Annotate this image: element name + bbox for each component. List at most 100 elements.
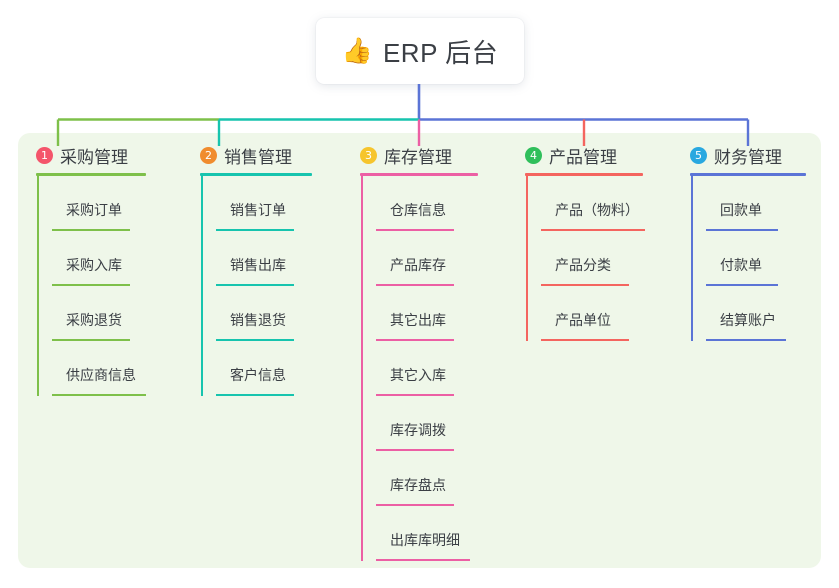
- column-title-2: 销售管理: [224, 147, 292, 167]
- menu-item[interactable]: 库存盘点: [376, 451, 478, 506]
- column-badge-4: 4: [525, 146, 542, 164]
- menu-item-rule: [376, 449, 454, 451]
- menu-item-label: 仓库信息: [390, 202, 446, 218]
- root-node-card[interactable]: 👍 ERP 后台: [316, 18, 524, 84]
- menu-item-rule: [52, 229, 130, 231]
- column-title-5: 财务管理: [714, 147, 782, 167]
- menu-item-rule: [541, 339, 629, 341]
- menu-item-rule: [216, 284, 294, 286]
- column-rule-1: [36, 173, 146, 176]
- menu-item[interactable]: 产品分类: [541, 231, 643, 286]
- menu-item-label: 产品单位: [555, 312, 611, 328]
- menu-item-label: 采购退货: [66, 312, 122, 328]
- menu-item-label: 结算账户: [720, 312, 776, 328]
- diagram-column-5: 5 财务管理回款单付款单结算账户: [690, 143, 806, 341]
- menu-item-rule: [376, 339, 454, 341]
- menu-item-label: 产品（物料）: [555, 202, 639, 218]
- column-spine-1: [37, 176, 39, 396]
- menu-item-rule: [706, 229, 778, 231]
- diagram-panel: [18, 133, 821, 568]
- column-title-1: 采购管理: [60, 147, 128, 167]
- menu-item[interactable]: 销售订单: [216, 176, 312, 231]
- menu-item-label: 库存盘点: [390, 477, 446, 493]
- column-spine-3: [361, 176, 363, 561]
- menu-item[interactable]: 采购入库: [52, 231, 146, 286]
- menu-item-rule: [216, 229, 294, 231]
- root-node-content: 👍 ERP 后台: [342, 33, 498, 70]
- menu-item[interactable]: 其它出库: [376, 286, 478, 341]
- menu-item[interactable]: 库存调拨: [376, 396, 478, 451]
- menu-item-rule: [706, 284, 778, 286]
- menu-item-label: 产品分类: [555, 257, 611, 273]
- menu-item-label: 回款单: [720, 202, 762, 218]
- column-badge-1: 1: [36, 146, 53, 164]
- diagram-column-2: 2 销售管理销售订单销售出库销售退货客户信息: [200, 143, 312, 396]
- menu-item[interactable]: 产品库存: [376, 231, 478, 286]
- menu-item-label: 其它出库: [390, 312, 446, 328]
- menu-item-rule: [541, 229, 645, 231]
- menu-item[interactable]: 回款单: [706, 176, 806, 231]
- column-header-3[interactable]: 3 库存管理: [360, 143, 478, 167]
- menu-item-label: 客户信息: [230, 367, 286, 383]
- column-rule-2: [200, 173, 312, 176]
- diagram-column-1: 1 采购管理采购订单采购入库采购退货供应商信息: [36, 143, 146, 396]
- menu-item[interactable]: 客户信息: [216, 341, 312, 396]
- diagram-column-3: 3 库存管理仓库信息产品库存其它出库其它入库库存调拨库存盘点出库库明细: [360, 143, 478, 561]
- menu-item-rule: [706, 339, 786, 341]
- menu-item[interactable]: 出库库明细: [376, 506, 478, 561]
- menu-item[interactable]: 仓库信息: [376, 176, 478, 231]
- menu-item-rule: [376, 559, 470, 561]
- menu-item-label: 采购入库: [66, 257, 122, 273]
- menu-item-rule: [376, 394, 454, 396]
- menu-item[interactable]: 采购订单: [52, 176, 146, 231]
- column-header-1[interactable]: 1 采购管理: [36, 143, 146, 167]
- menu-item-label: 其它入库: [390, 367, 446, 383]
- menu-item-rule: [541, 284, 629, 286]
- column-title-3: 库存管理: [384, 147, 452, 167]
- menu-item-label: 销售退货: [230, 312, 286, 328]
- column-spine-4: [526, 176, 528, 341]
- menu-item-label: 供应商信息: [66, 367, 136, 383]
- thumbs-up-icon: 👍: [341, 36, 373, 65]
- menu-item-label: 产品库存: [390, 257, 446, 273]
- column-rule-3: [360, 173, 478, 176]
- menu-item-label: 采购订单: [66, 202, 122, 218]
- menu-item-rule: [376, 229, 454, 231]
- column-items-1: 采购订单采购入库采购退货供应商信息: [36, 176, 146, 396]
- menu-item-label: 库存调拨: [390, 422, 446, 438]
- menu-item-label: 销售订单: [230, 202, 286, 218]
- column-header-5[interactable]: 5 财务管理: [690, 143, 806, 167]
- menu-item-rule: [52, 394, 146, 396]
- column-items-4: 产品（物料） 产品分类产品单位: [525, 176, 645, 341]
- menu-item[interactable]: 产品（物料）: [541, 176, 645, 231]
- menu-item[interactable]: 销售出库: [216, 231, 312, 286]
- column-items-5: 回款单付款单结算账户: [690, 176, 806, 341]
- column-rule-4: [525, 173, 643, 176]
- menu-item-label: 出库库明细: [390, 532, 460, 548]
- column-badge-3: 3: [360, 146, 377, 164]
- column-spine-2: [201, 176, 203, 396]
- menu-item-rule: [52, 284, 130, 286]
- menu-item-rule: [52, 339, 130, 341]
- column-header-2[interactable]: 2 销售管理: [200, 143, 312, 167]
- menu-item-rule: [216, 339, 294, 341]
- menu-item[interactable]: 产品单位: [541, 286, 643, 341]
- menu-item-rule: [376, 284, 454, 286]
- menu-item[interactable]: 采购退货: [52, 286, 146, 341]
- column-badge-5: 5: [690, 146, 707, 164]
- root-node-label: ERP 后台: [382, 37, 499, 68]
- column-badge-2: 2: [200, 146, 217, 164]
- menu-item[interactable]: 其它入库: [376, 341, 478, 396]
- column-items-3: 仓库信息产品库存其它出库其它入库库存调拨库存盘点出库库明细: [360, 176, 478, 561]
- menu-item[interactable]: 供应商信息: [52, 341, 146, 396]
- menu-item-label: 销售出库: [230, 257, 286, 273]
- menu-item-label: 付款单: [720, 257, 762, 273]
- menu-item-rule: [216, 394, 294, 396]
- menu-item[interactable]: 销售退货: [216, 286, 312, 341]
- column-spine-5: [691, 176, 693, 341]
- menu-item[interactable]: 结算账户: [706, 286, 806, 341]
- menu-item[interactable]: 付款单: [706, 231, 806, 286]
- menu-item-rule: [376, 504, 454, 506]
